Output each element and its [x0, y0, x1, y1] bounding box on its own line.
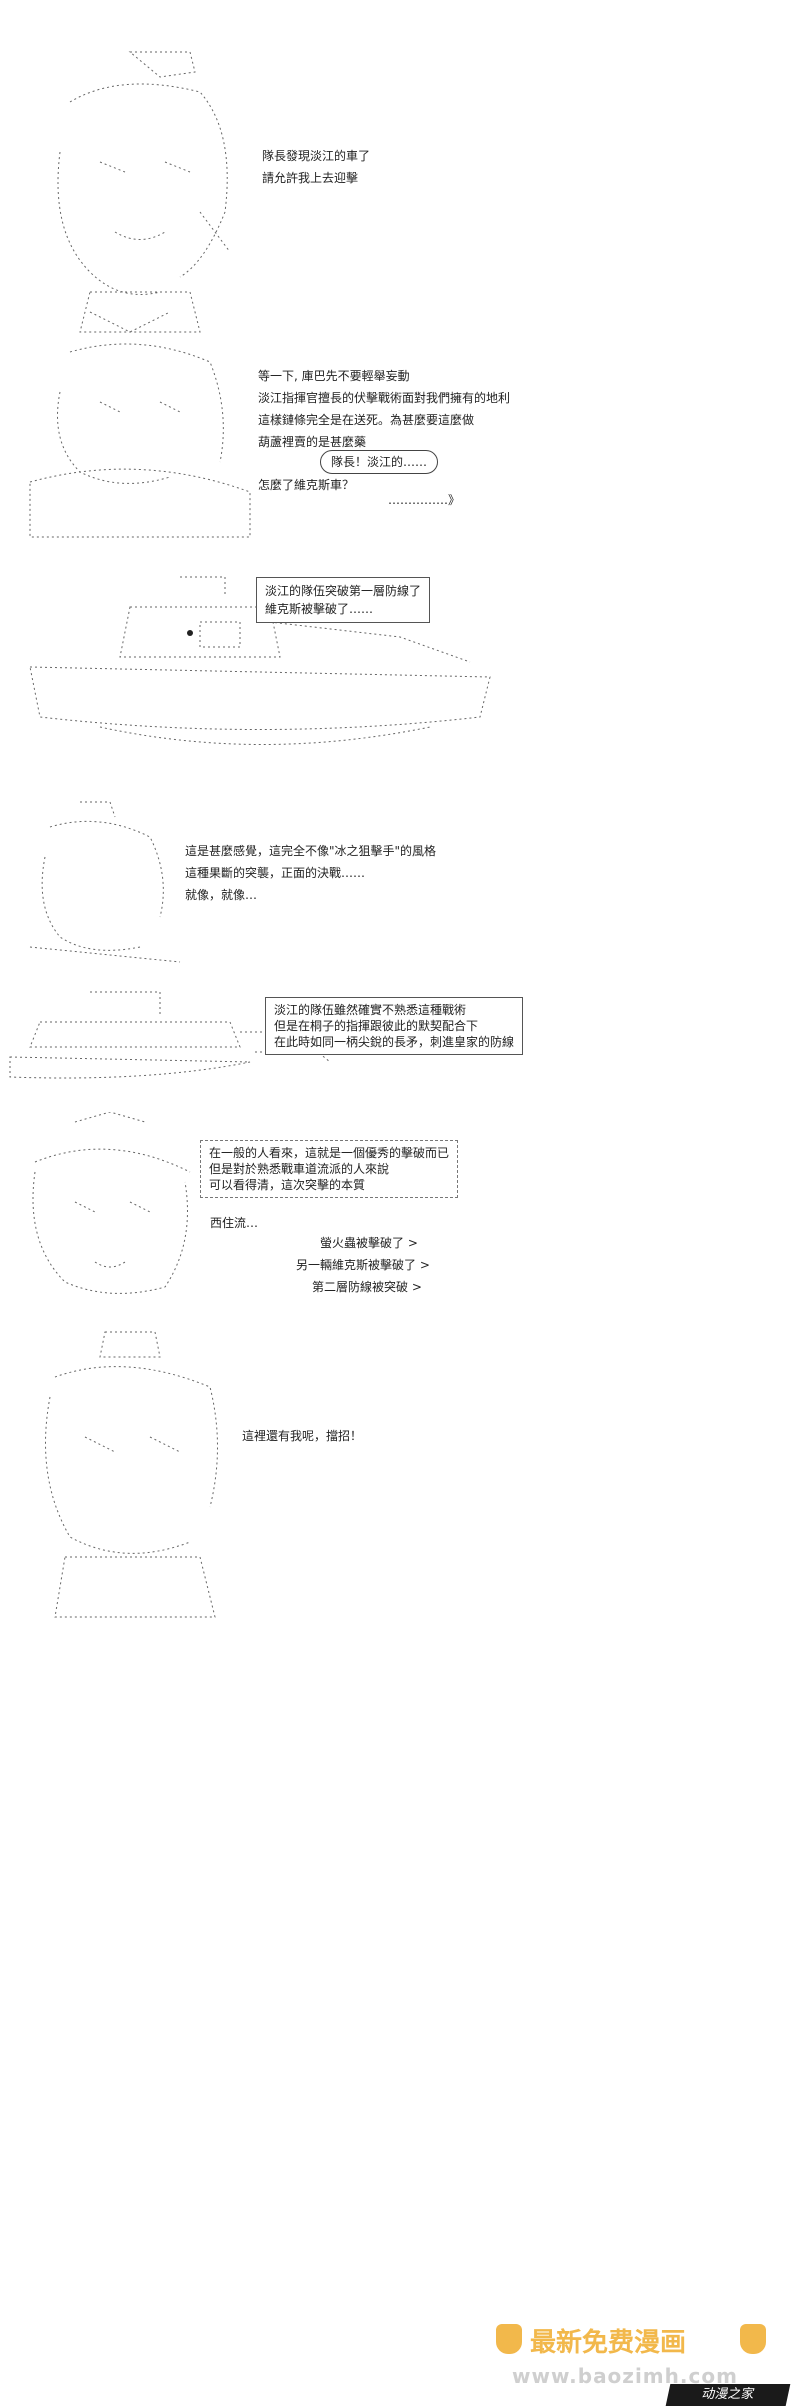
- monologue-line: 就像，就像…: [185, 888, 258, 902]
- narration-box: 淡江的隊伍突破第一層防線了 維克斯被擊破了……: [256, 577, 431, 623]
- narration-line: 在一般的人看來，這就是一個優秀的擊破而已: [209, 1146, 450, 1160]
- narration-box: 在一般的人看來，這就是一個優秀的擊破而已 但是對於熟悉戰車道流派的人來說 可以看…: [200, 1140, 459, 1198]
- dialogue-line: 請允許我上去迎擊: [262, 171, 359, 185]
- narration-line: 但是在桐子的指揮跟彼此的默契配合下: [274, 1019, 479, 1033]
- dialogue-trail: ……………》: [388, 493, 461, 507]
- panel-6: 在一般的人看來，這就是一個優秀的擊破而已 但是對於熟悉戰車道流派的人來說 可以看…: [0, 1075, 800, 1295]
- narration-line: 維克斯被擊破了……: [265, 602, 374, 616]
- character-sketch-2: [29, 311, 251, 538]
- narration-line: 可以看得清，這次突擊的本質: [209, 1178, 366, 1192]
- thumbs-up-icon: [740, 2324, 766, 2354]
- panel-2: 等一下, 庫巴先不要輕舉妄動 淡江指揮官擅長的伏擊戰術面對我們擁有的地利 這樣鏈…: [0, 280, 800, 538]
- dialogue-line: 這裡還有我呢，擋招！: [242, 1429, 363, 1443]
- radio-report: 另一輛維克斯被擊破了 >: [296, 1258, 430, 1272]
- shout-bubble: 隊長！淡江的……: [320, 450, 439, 474]
- radio-report: 第二層防線被突破 >: [312, 1280, 422, 1294]
- monologue-line: 這是甚麼感覺，這完全不像"冰之狙擊手"的風格: [185, 844, 437, 858]
- dialogue-line: 怎麼了維克斯車？: [258, 478, 355, 492]
- ascii-art-character-4: [15, 1090, 205, 1329]
- ascii-art-character-2: [20, 280, 260, 569]
- ascii-art-tank: [10, 545, 510, 799]
- monologue-line: 這種果斷的突襲，正面的決戰……: [185, 866, 366, 880]
- dialogue-line: 隊長發現淡江的車了: [262, 149, 371, 163]
- dialogue-line: 淡江指揮官擅長的伏擊戰術面對我們擁有的地利: [258, 391, 511, 405]
- narration-line: 淡江的隊伍雖然確實不熟悉這種戰術: [274, 1003, 467, 1017]
- ascii-art-character-5: [25, 1305, 235, 1649]
- ascii-art-character-1: [30, 10, 250, 374]
- character-sketch-4: [32, 1112, 191, 1294]
- monologue-line: 西住流…: [210, 1216, 259, 1230]
- panel-7: 這裡還有我呢，擋招！: [0, 1300, 800, 2400]
- dialogue-line: 葫蘆裡賣的是甚麼藥: [258, 435, 367, 449]
- panel-5: 淡江的隊伍雖然確實不熟悉這種戰術 但是在桐子的指揮跟彼此的默契配合下 在此時如同…: [0, 955, 800, 1079]
- narration-line: 淡江的隊伍突破第一層防線了: [265, 584, 422, 598]
- panel-1: 隊長發現淡江的車了 請允許我上去迎擊: [0, 0, 800, 333]
- dialogue-line: 等一下, 庫巴先不要輕舉妄動: [258, 369, 410, 383]
- ascii-art-character-3: [20, 775, 190, 989]
- character-sketch-1: [57, 51, 231, 333]
- narration-line: 但是對於熟悉戰車道流派的人來說: [209, 1162, 390, 1176]
- tank-sketch: [29, 576, 491, 745]
- watermark: 最新免费漫画 www.baozimh.com 动漫之家: [490, 2320, 800, 2408]
- dialogue-line: 這樣鏈條完全是在送死。為甚麼要這麼做: [258, 413, 475, 427]
- character-sketch-5: [45, 1331, 218, 1618]
- watermark-logo: 动漫之家: [665, 2384, 791, 2406]
- thumbs-up-icon: [496, 2324, 522, 2354]
- watermark-title: 最新免费漫画: [530, 2328, 687, 2358]
- panel-3: 淡江的隊伍突破第一層防線了 維克斯被擊破了……: [0, 535, 800, 770]
- panel-4: 這是甚麼感覺，這完全不像"冰之狙擊手"的風格 這種果斷的突襲，正面的決戰…… 就…: [0, 775, 800, 963]
- radio-report: 螢火蟲被擊破了 >: [320, 1236, 418, 1250]
- character-sketch-3: [29, 801, 181, 963]
- narration-box: 淡江的隊伍雖然確實不熟悉這種戰術 但是在桐子的指揮跟彼此的默契配合下 在此時如同…: [265, 997, 524, 1055]
- narration-line: 在此時如同一柄尖銳的長矛，刺進皇家的防線: [274, 1035, 515, 1049]
